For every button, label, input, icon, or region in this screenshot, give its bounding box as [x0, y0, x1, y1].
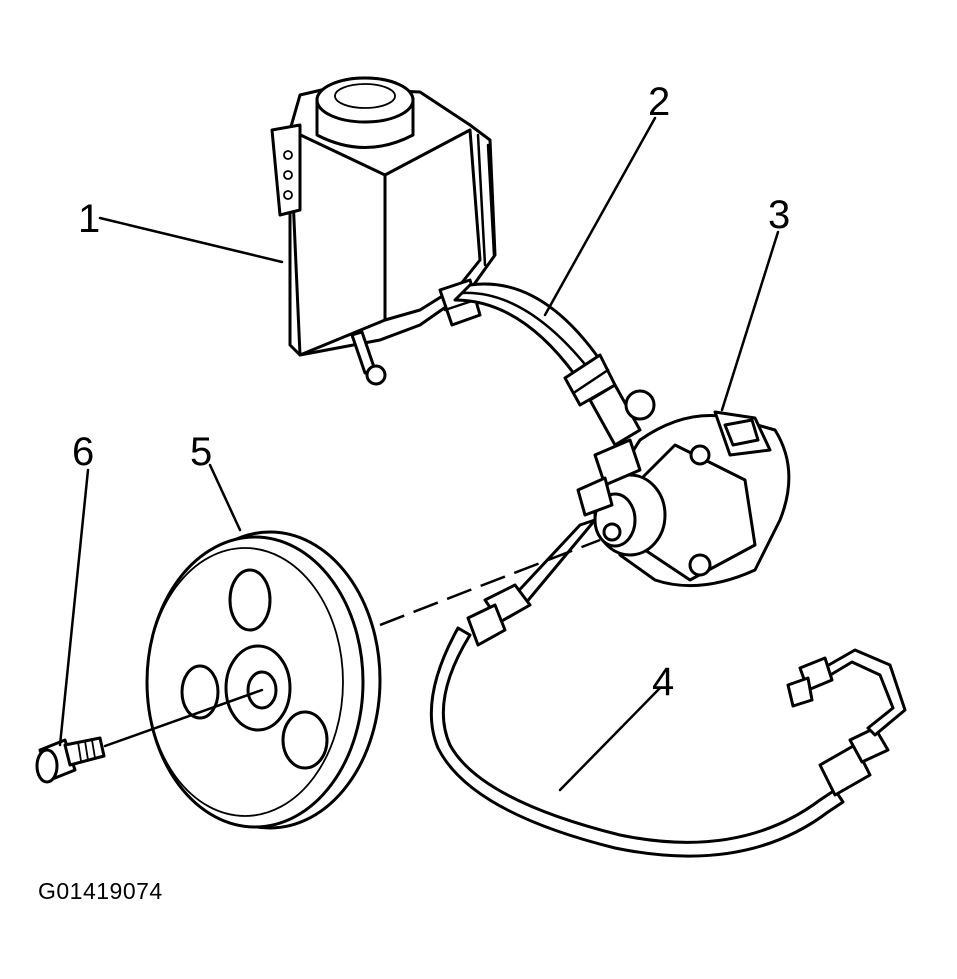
figure-id-label: G01419074 [38, 878, 163, 904]
leader-line-1 [98, 216, 284, 264]
leader-lines [58, 116, 780, 792]
callout-4: 4 [652, 660, 674, 704]
leader-line-2 [543, 116, 657, 317]
callout-5: 5 [190, 430, 212, 474]
callout-2: 2 [648, 80, 670, 124]
reservoir-hose [453, 282, 656, 447]
callout-6: 6 [72, 430, 94, 474]
leader-line-5 [208, 463, 242, 532]
callout-labels: 1 2 3 4 5 6 [72, 80, 790, 704]
reservoir [270, 76, 497, 386]
pressure-hose [429, 518, 907, 858]
pulley [145, 530, 382, 830]
bolt [35, 736, 106, 784]
pump [576, 410, 791, 588]
leader-line-4 [558, 686, 662, 792]
callout-1: 1 [78, 197, 100, 241]
leader-line-3 [720, 230, 780, 412]
leader-line-6 [58, 468, 90, 747]
callout-3: 3 [768, 193, 790, 237]
alignment-lines [103, 538, 601, 748]
